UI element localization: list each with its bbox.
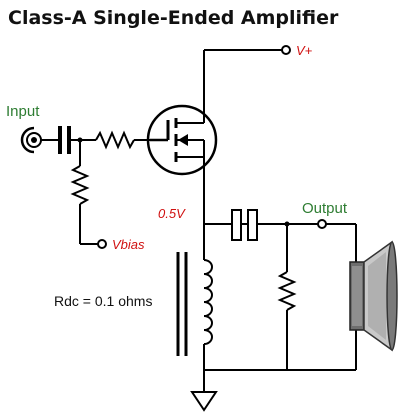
output-label: Output bbox=[302, 200, 348, 217]
ground-icon bbox=[190, 391, 218, 412]
gate-resistor bbox=[95, 130, 135, 150]
node-voltage-label: 0.5V bbox=[158, 206, 186, 221]
speaker-icon bbox=[349, 240, 398, 352]
input-capacitor bbox=[58, 126, 71, 154]
vplus-terminal bbox=[281, 45, 291, 55]
input-label: Input bbox=[6, 103, 40, 120]
output-terminal bbox=[317, 219, 327, 229]
choke-inductor bbox=[176, 246, 213, 370]
vplus-label: V+ bbox=[296, 43, 313, 58]
bias-resistor bbox=[70, 165, 90, 205]
load-resistor bbox=[277, 271, 297, 311]
diagram-title: Class-A Single-Ended Amplifier bbox=[8, 7, 339, 29]
output-capacitor bbox=[231, 209, 258, 241]
rdc-label: Rdc = 0.1 ohms bbox=[54, 293, 152, 309]
mosfet-icon bbox=[146, 104, 218, 176]
input-jack-icon bbox=[20, 126, 42, 154]
vbias-terminal bbox=[97, 239, 107, 249]
vbias-label: Vbias bbox=[112, 237, 145, 252]
